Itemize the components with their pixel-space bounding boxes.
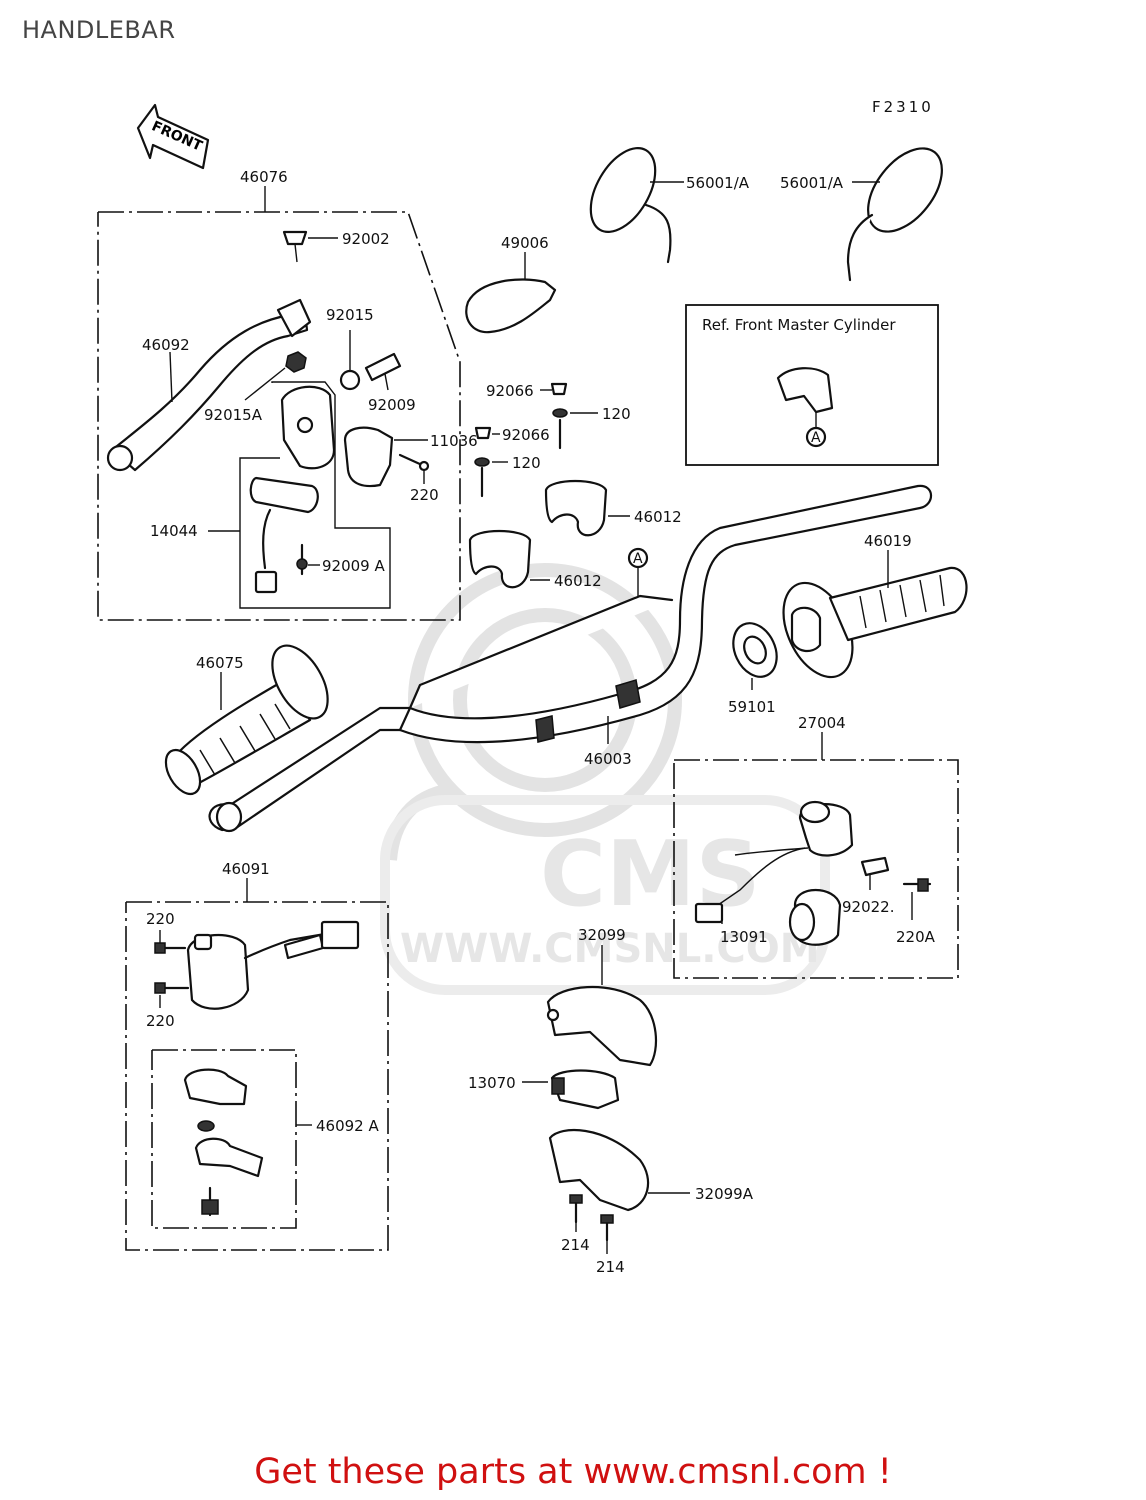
part-46012-lower: 46012 bbox=[468, 530, 602, 590]
label-220A: 220A bbox=[896, 928, 936, 946]
label-49006: 49006 bbox=[501, 234, 549, 252]
watermark: CMS WWW.CMSNL.COM bbox=[380, 563, 830, 995]
label-46012-a: 46012 bbox=[634, 508, 682, 526]
watermark-url: WWW.CMSNL.COM bbox=[400, 926, 820, 972]
throttle-assembly-27004: 27004 92022. 220A 13091 bbox=[673, 714, 959, 979]
page-title: HANDLEBAR bbox=[22, 16, 176, 44]
label-32099: 32099 bbox=[578, 926, 626, 944]
label-13091: 13091 bbox=[720, 928, 768, 946]
label-13070: 13070 bbox=[468, 1074, 516, 1092]
watermark-logo: CMS bbox=[540, 822, 760, 927]
part-46012-upper: 46012 bbox=[544, 480, 682, 537]
ref-box-marker: A bbox=[811, 430, 821, 446]
label-59101: 59101 bbox=[728, 698, 776, 716]
label-92009: 92009 bbox=[368, 396, 416, 414]
parts-diagram: CMS WWW.CMSNL.COM FRONT F2310 46076 9200… bbox=[97, 98, 968, 1276]
label-32099A: 32099A bbox=[695, 1185, 754, 1203]
label-92066-b: 92066 bbox=[502, 426, 550, 444]
part-92066-120: 92066 120 92066 120 bbox=[474, 382, 631, 498]
label-11036: 11036 bbox=[430, 432, 478, 450]
label-220-a: 220 bbox=[410, 486, 439, 504]
label-46012-b: 46012 bbox=[554, 572, 602, 590]
label-120-a: 120 bbox=[602, 405, 631, 423]
label-92009A: 92009 A bbox=[322, 557, 385, 575]
footer-link[interactable]: Get these parts at www.cmsnl.com ! bbox=[254, 1452, 892, 1492]
part-59101: 59101 bbox=[728, 622, 778, 716]
label-46076: 46076 bbox=[240, 168, 288, 186]
label-46092A: 46092 A bbox=[316, 1117, 379, 1135]
label-46003: 46003 bbox=[584, 750, 632, 768]
label-92015A: 92015A bbox=[204, 406, 263, 424]
label-46075: 46075 bbox=[196, 654, 244, 672]
part-49006: 49006 bbox=[465, 234, 557, 334]
marker-a: A bbox=[627, 547, 649, 598]
label-220-c: 220 bbox=[146, 1012, 175, 1030]
svg-text:A: A bbox=[633, 551, 643, 567]
label-120-b: 120 bbox=[512, 454, 541, 472]
handlebar-46003: 46003 bbox=[208, 484, 933, 833]
mirror-left: 56001/A bbox=[589, 146, 750, 264]
grip-right-46019: 46019 bbox=[782, 532, 968, 679]
label-46091: 46091 bbox=[222, 860, 270, 878]
front-arrow-icon: FRONT bbox=[136, 103, 210, 170]
label-46092: 46092 bbox=[142, 336, 190, 354]
ref-master-cylinder-box: Ref. Front Master Cylinder A bbox=[685, 304, 939, 466]
label-14044: 14044 bbox=[150, 522, 198, 540]
label-46019: 46019 bbox=[864, 532, 912, 550]
label-92002: 92002 bbox=[342, 230, 390, 248]
label-214-a: 214 bbox=[561, 1236, 590, 1254]
figure-code: F2310 bbox=[872, 98, 934, 116]
label-92066-a: 92066 bbox=[486, 382, 534, 400]
label-56001-a: 56001/A bbox=[686, 174, 750, 192]
label-220-b: 220 bbox=[146, 910, 175, 928]
label-56001-b: 56001/A bbox=[780, 174, 844, 192]
grip-left-46075: 46075 bbox=[164, 644, 329, 796]
mirror-right: 56001/A bbox=[780, 147, 943, 282]
switch-assembly-46091: 46091 220 220 46092 A bbox=[125, 860, 389, 1251]
label-92015: 92015 bbox=[326, 306, 374, 324]
clutch-lever-assembly: 46076 92002 46092 92015A 92015 92009 110… bbox=[97, 168, 478, 621]
ref-box-title: Ref. Front Master Cylinder bbox=[702, 316, 896, 334]
label-27004: 27004 bbox=[798, 714, 846, 732]
part-32099-group: 32099 13070 32099A 214 214 bbox=[468, 926, 754, 1276]
label-92022: 92022. bbox=[842, 898, 895, 916]
label-214-b: 214 bbox=[596, 1258, 625, 1276]
